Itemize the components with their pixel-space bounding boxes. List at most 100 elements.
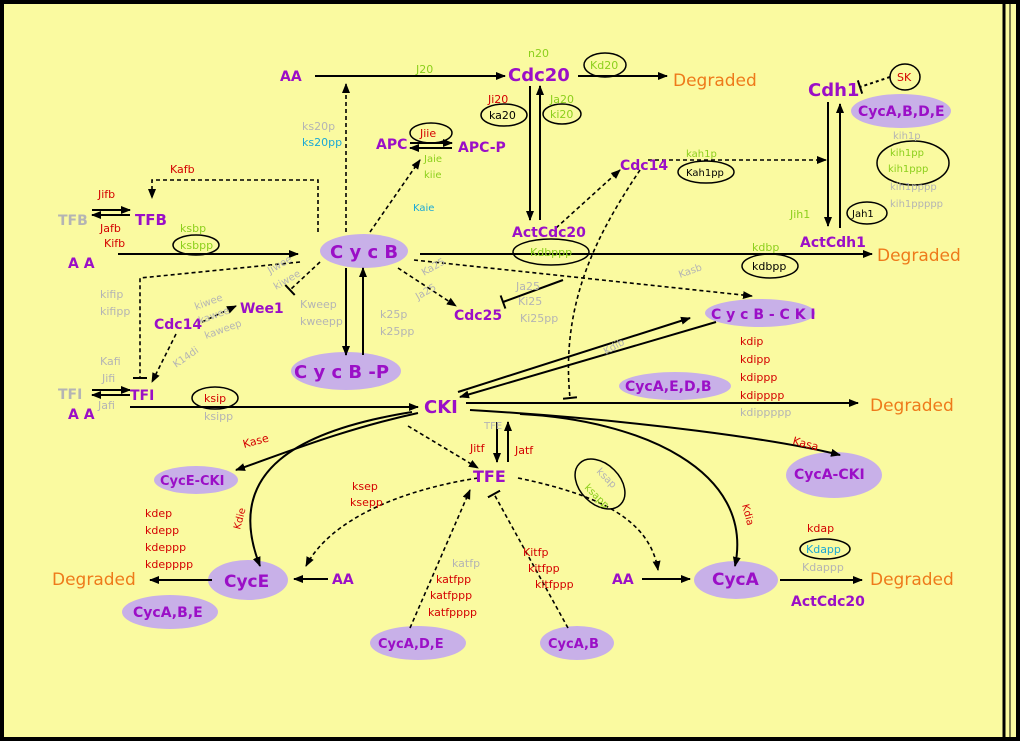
label-jih1: Jih1 bbox=[789, 208, 810, 221]
label-cyc-abe: CycA,B,E bbox=[133, 605, 203, 621]
label-cdc20: Cdc20 bbox=[508, 65, 570, 86]
inhib-sk-cdh1 bbox=[856, 76, 891, 94]
label-cdc25: Cdc25 bbox=[454, 308, 502, 324]
arrow-cki-cycacki bbox=[469, 409, 841, 457]
label-aa-cyca: AA bbox=[612, 572, 634, 588]
label-kifb: Kifb bbox=[104, 237, 125, 250]
cyce-ellipse bbox=[208, 560, 288, 600]
label-cycb: C y c B bbox=[330, 242, 398, 263]
label-wee1: Wee1 bbox=[240, 301, 284, 317]
label-ksepp: ksepp bbox=[350, 496, 383, 509]
label-cycb-p: C y c B -P bbox=[294, 362, 389, 383]
label-ks20pp: ks20pp bbox=[302, 136, 342, 149]
label-kih1pp: kih1pp bbox=[890, 148, 924, 159]
kah1pp-ellipse bbox=[677, 160, 735, 184]
label-jaie: Jaie bbox=[423, 154, 442, 165]
label-ksbpp: ksbpp bbox=[180, 239, 213, 252]
label-katfpp: katfpp bbox=[436, 573, 471, 586]
label-tfb-grey: TFB bbox=[58, 213, 88, 229]
label-kih1ppppp: kih1ppppp bbox=[890, 199, 943, 210]
label-kitfpp: kitfpp bbox=[528, 562, 560, 575]
label-apc-p: APC-P bbox=[458, 140, 506, 156]
cyc-ade-ellipse bbox=[370, 626, 466, 660]
label-kd20: Kd20 bbox=[590, 59, 618, 72]
label-cyce: CycE bbox=[224, 572, 269, 592]
arrow-cki-cyca bbox=[519, 413, 741, 567]
cyc-abde-ellipse bbox=[851, 94, 951, 128]
label-ja20: Ja20 bbox=[549, 93, 574, 106]
label-kdippppp: kdippppp bbox=[740, 406, 791, 419]
label-kdia: Kdia bbox=[739, 503, 755, 527]
ksip-ellipse bbox=[191, 386, 239, 410]
label-cyc-ade: CycA,D,E bbox=[378, 637, 444, 652]
label-cyc-aedb: CycA,E,D,B bbox=[625, 379, 712, 395]
label-ksbp: ksbp bbox=[180, 222, 206, 235]
label-jatf: Jatf bbox=[514, 444, 534, 457]
label-jiie: Jiie bbox=[419, 127, 436, 140]
ksapp-ellipse bbox=[574, 458, 626, 510]
label-kifip: kifip bbox=[100, 288, 123, 301]
arrow-cdc25-inhib bbox=[499, 279, 564, 309]
solid-arrows bbox=[91, 72, 891, 584]
label-kafb: Kafb bbox=[170, 163, 195, 176]
label-tfe-grey: TFE bbox=[483, 421, 502, 432]
label-kitfppp: kitfppp bbox=[535, 578, 574, 591]
label-kdepp: kdepp bbox=[145, 524, 179, 537]
label-kih1ppp: kih1ppp bbox=[888, 164, 928, 175]
label-cyce-cki: CycE-CKI bbox=[160, 474, 224, 489]
label-aa-top: AA bbox=[280, 69, 302, 85]
dash-tfe-cyce bbox=[305, 477, 479, 567]
label-jifi: Jifi bbox=[101, 372, 115, 385]
label-ksip: ksip bbox=[204, 392, 226, 405]
label-kah1p: kah1p bbox=[686, 149, 717, 160]
cycb-cki-ellipse bbox=[705, 299, 815, 327]
label-cyc-abde-cdh1: CycA,B,D,E bbox=[858, 104, 945, 120]
label-jitf: Jitf bbox=[469, 442, 486, 455]
label-kweep: Kweep bbox=[300, 298, 337, 311]
label-kih1pppp: kih1pppp bbox=[890, 182, 937, 193]
label-kdbp: kdbp bbox=[752, 241, 779, 254]
label-degraded-top: Degraded bbox=[673, 71, 757, 91]
label-kweepp: kweepp bbox=[300, 315, 343, 328]
dash-cdc14-wee1 bbox=[201, 305, 237, 323]
arrow-cki-cycbcki bbox=[457, 316, 691, 393]
label-cki: CKI bbox=[424, 397, 458, 418]
ka20-ellipse bbox=[480, 103, 528, 127]
label-ki20: ki20 bbox=[550, 108, 573, 121]
label-ja25b: Ja25 bbox=[515, 280, 540, 293]
label-actcdc20: ActCdc20 bbox=[512, 225, 586, 241]
label-kdip: kdip bbox=[740, 335, 763, 348]
label-kdep: kdep bbox=[145, 507, 172, 520]
label-jah1: Jah1 bbox=[851, 209, 874, 220]
label-cyca: CycA bbox=[712, 570, 760, 590]
label-kdappp: Kdappp bbox=[802, 561, 844, 574]
dashed-arrows bbox=[133, 83, 827, 629]
label-actcdc20-bottom: ActCdc20 bbox=[791, 594, 865, 610]
dash-actcdc20-cdc14 bbox=[555, 169, 621, 229]
cyca-cki-ellipse bbox=[786, 452, 882, 498]
dash-tfe-cyca bbox=[517, 477, 661, 571]
label-kdipppp: kdipppp bbox=[740, 389, 784, 402]
label-aa-cyce: AA bbox=[332, 572, 354, 588]
cycb-p-ellipse bbox=[291, 352, 401, 390]
kdbppp-ellipse bbox=[512, 238, 590, 266]
species-ellipses bbox=[122, 94, 951, 660]
label-katfp: katfp bbox=[452, 557, 480, 570]
label-k25pp: k25pp bbox=[380, 325, 414, 338]
label-degraded-cki: Degraded bbox=[870, 396, 954, 416]
label-kdepppp: kdepppp bbox=[145, 558, 193, 571]
label-ksipp: ksipp bbox=[204, 410, 233, 423]
ki20-ellipse bbox=[542, 103, 582, 125]
label-kdippp: kdippp bbox=[740, 371, 777, 384]
label-kah1pp: Kah1pp bbox=[686, 168, 724, 179]
label-tfe: TFE bbox=[473, 467, 506, 486]
label-tfi: TFI bbox=[130, 388, 154, 404]
label-kaie: Kaie bbox=[413, 203, 434, 214]
kih1-ellipse bbox=[876, 140, 950, 186]
label-cdc14-left: Cdc14 bbox=[154, 317, 202, 333]
arrow-cki-cyce bbox=[249, 411, 413, 567]
label-degraded-cyca: Degraded bbox=[870, 570, 954, 590]
label-n20: n20 bbox=[528, 47, 549, 60]
